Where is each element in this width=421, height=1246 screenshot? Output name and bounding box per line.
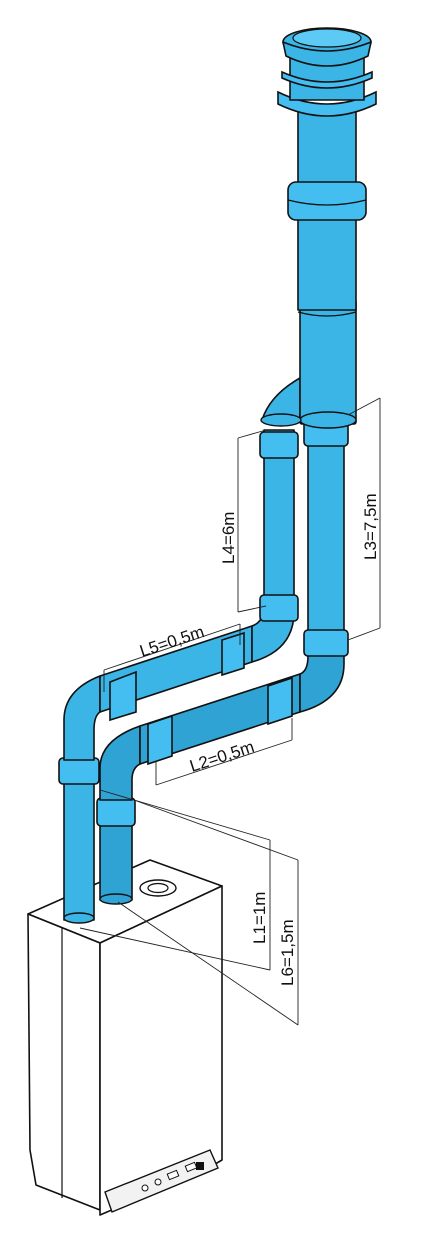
l5-line: [103, 623, 241, 671]
l1-guide: [99, 789, 271, 841]
left-pipe-route: [58, 429, 299, 924]
pipe-coupling: [259, 594, 299, 622]
l1-label: L1=1m: [250, 892, 269, 944]
y-joint-body: [299, 299, 357, 425]
pipe-segment: [263, 429, 295, 606]
display-icon: [184, 1161, 198, 1173]
cowl-cap-side: [282, 41, 372, 67]
terminal-coupling: [287, 181, 367, 221]
cowl-cap-top: [292, 28, 362, 48]
terminal-assembly: [260, 27, 377, 429]
display-icon: [166, 1169, 180, 1181]
coupling-seam: [287, 199, 367, 206]
pipe-coupling: [267, 676, 293, 726]
pipe-segment: [307, 419, 345, 649]
pipe-coupling: [109, 670, 137, 722]
pipe-coupling: [221, 631, 245, 677]
l4-tick: [237, 605, 267, 613]
l2-line: [155, 739, 293, 786]
l6-label: L6=1,5m: [278, 919, 297, 986]
pipe-elbow: [63, 675, 101, 761]
l1-guide: [79, 927, 271, 971]
control-knob-icon: [141, 1184, 149, 1192]
right-pipe-route: [96, 419, 349, 905]
l3-tick: [347, 627, 381, 641]
cowl-flange: [277, 90, 377, 117]
pipe-coupling: [259, 431, 299, 459]
pipe-coupling: [96, 797, 136, 827]
l3-tick: [347, 397, 381, 416]
l6-guide: [133, 799, 299, 861]
pipe-seam: [297, 311, 357, 317]
pipe-segment: [63, 759, 95, 921]
cowl-band: [281, 70, 373, 89]
pipe-coupling: [147, 714, 173, 766]
y-joint-bottom: [299, 411, 357, 429]
control-knob-icon: [154, 1178, 162, 1186]
y-joint-branch-end: [260, 413, 302, 427]
l3-label: L3=7,5m: [361, 493, 380, 560]
l4-label: L4=6m: [219, 512, 238, 564]
switch-icon: [196, 1162, 204, 1170]
l6-guide: [117, 901, 299, 1026]
boiler-unit: [27, 859, 223, 1216]
pipe-elbow: [99, 725, 141, 801]
boiler-outlet-inner: [147, 882, 169, 894]
l4-tick: [237, 429, 267, 439]
boiler-front: [27, 913, 101, 1211]
pipe-coupling: [58, 757, 100, 785]
pipe-base: [63, 912, 95, 924]
pipe-base: [99, 893, 133, 905]
dimension-lines: [79, 397, 381, 1026]
pipe-coupling: [303, 629, 349, 657]
